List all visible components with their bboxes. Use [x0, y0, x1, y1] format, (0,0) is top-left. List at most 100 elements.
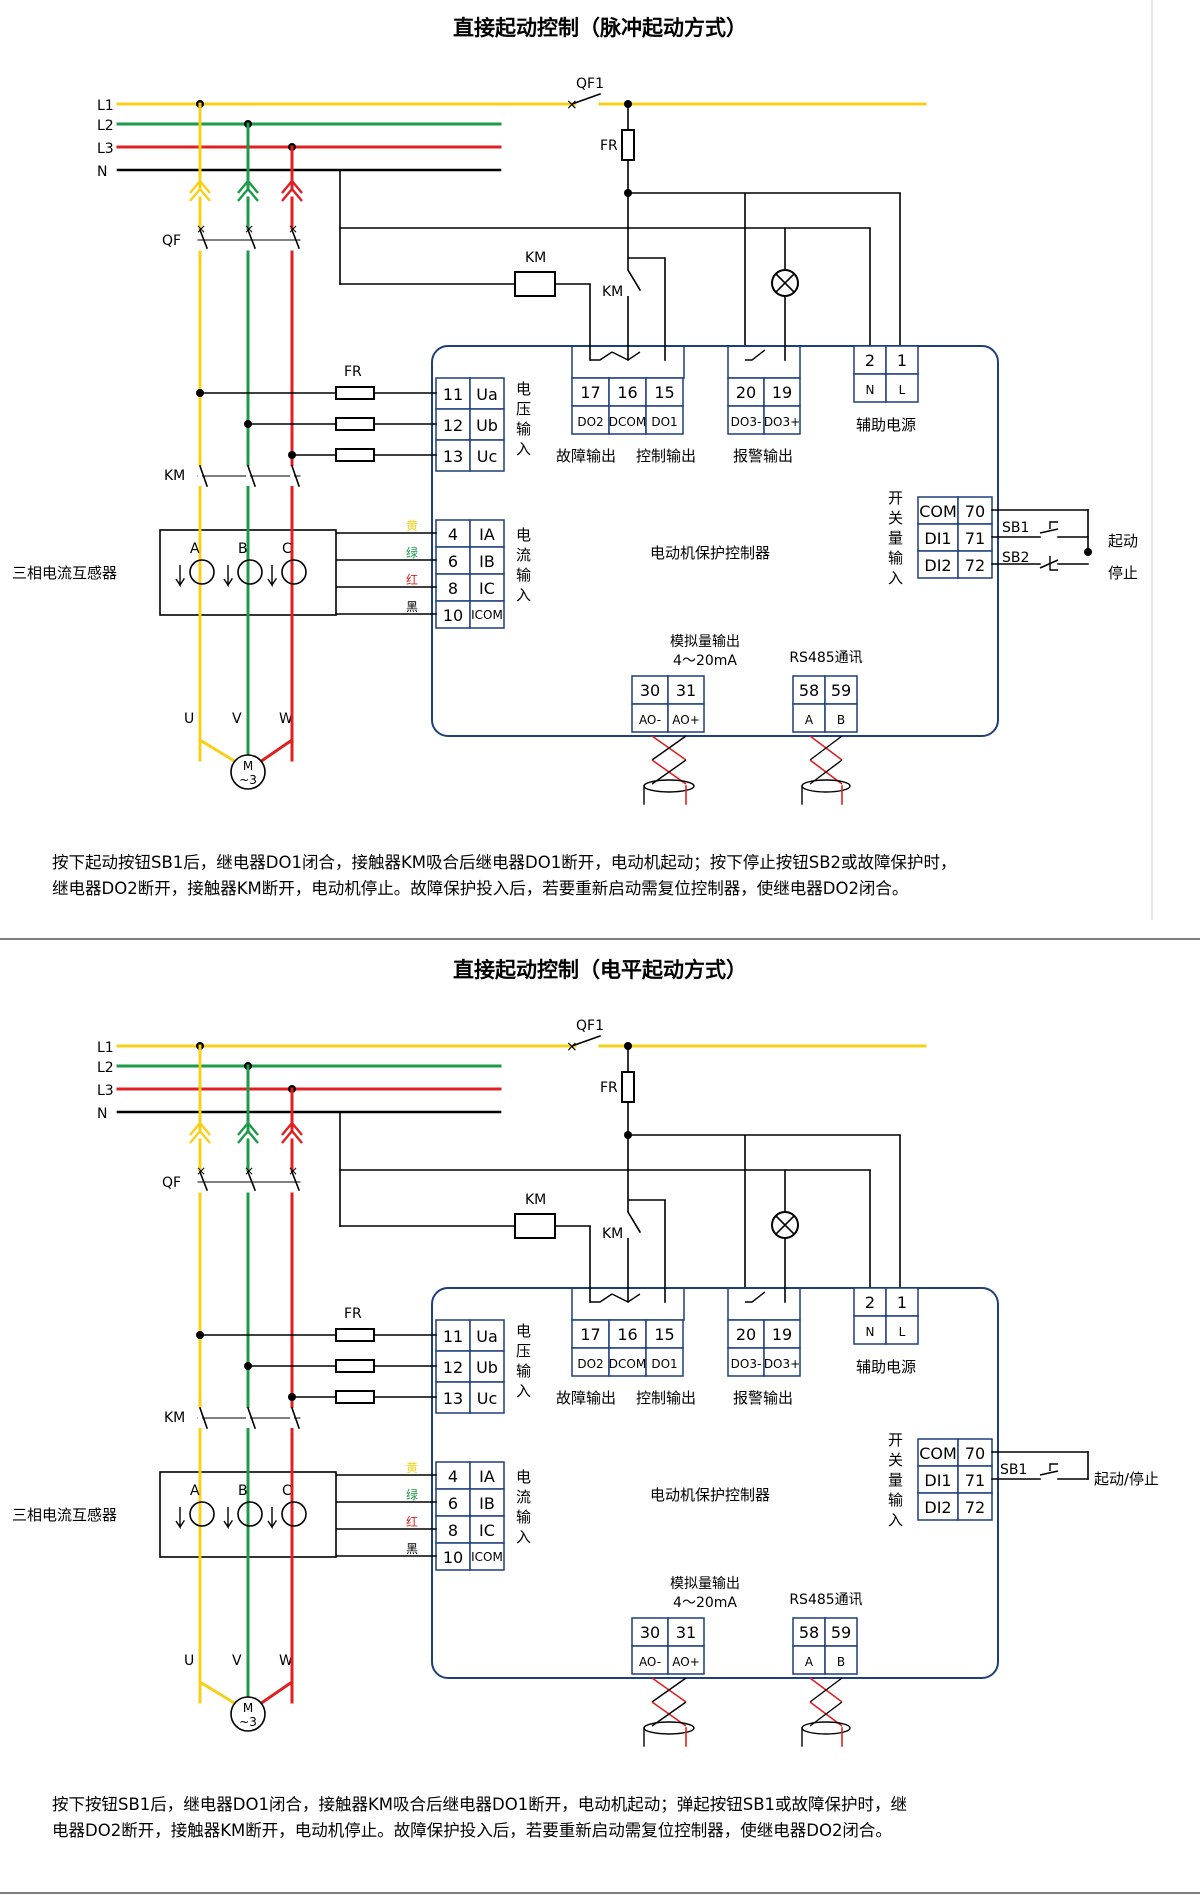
- rs485-twisted-pair: [809, 735, 843, 761]
- do-terminal-num: 17: [580, 383, 600, 402]
- do-label-control: 控制输出: [636, 447, 696, 465]
- power-terminal-num-cell: [885, 345, 919, 375]
- sb2-button-icon: [1039, 559, 1059, 569]
- sb1-label: SB1: [1002, 520, 1029, 536]
- ct-arrow-icon: [179, 1520, 185, 1528]
- motor-w: W: [279, 1653, 293, 1669]
- device-box: [431, 1287, 999, 1679]
- do-terminal-num: 15: [654, 1325, 674, 1344]
- sw-label-char: 入: [888, 569, 903, 587]
- do1-contact: [627, 1293, 641, 1303]
- km-blade: [198, 1406, 209, 1430]
- description-line-1: 按下按钮SB1后，继电器DO1闭合，接触器KM吸合后继电器DO1断开，电动机起动…: [52, 1795, 907, 1814]
- sb2-button-icon: [1049, 556, 1058, 571]
- ct-coil-icon: [189, 1501, 215, 1527]
- i-num: 4: [448, 1467, 458, 1486]
- do-terminal-num: 16: [617, 1325, 637, 1344]
- di-sub-cell: [917, 1465, 959, 1494]
- i-num: 6: [448, 552, 458, 571]
- do-terminal-sub: DO1: [651, 415, 677, 429]
- i-label-char: 入: [516, 586, 531, 604]
- do-terminal-num: 16: [617, 383, 637, 402]
- connector-chevron: [189, 179, 211, 194]
- qf1-label: QF1: [576, 1018, 604, 1034]
- i-label-char: 输: [516, 1508, 531, 1526]
- do1-contact: [627, 351, 641, 361]
- sw-label-char: 输: [888, 1491, 903, 1509]
- ct-arrow-icon: [179, 578, 185, 586]
- ao-terminal-num-cell: [631, 1617, 669, 1647]
- i-sub-cell: [469, 1542, 505, 1571]
- rs485-terminal-num: 59: [831, 1623, 851, 1642]
- connector-chevron: [189, 1121, 211, 1136]
- rs485-terminal-sub-cell: [824, 703, 858, 733]
- alarm-terminal-num: 20: [736, 383, 756, 402]
- ao-terminal-num: 30: [640, 1623, 660, 1642]
- di-num: 70: [965, 1444, 985, 1463]
- km-aux-contact: [626, 1210, 642, 1234]
- ct-phase-label: B: [238, 541, 248, 557]
- alarm-terminal-num: 19: [772, 383, 792, 402]
- ao-terminal-sub: AO-: [639, 1655, 661, 1669]
- sw-label-char: 关: [888, 509, 903, 527]
- do-terminal-sub: DO2: [577, 1357, 603, 1371]
- qf1-label: QF1: [576, 76, 604, 92]
- i-label-char: 输: [516, 566, 531, 584]
- connector-chevron: [281, 1129, 303, 1144]
- rs485-terminal-num: 58: [799, 1623, 819, 1642]
- v-label-char: 输: [516, 1362, 531, 1380]
- bus-label-n: N: [97, 164, 107, 180]
- v-label-char: 压: [516, 400, 531, 418]
- v-sub: Ub: [476, 416, 498, 435]
- ao-terminal-num: 30: [640, 681, 660, 700]
- sb1-button-icon: [1039, 528, 1059, 534]
- v-sub: Ua: [476, 1327, 498, 1346]
- sw-label-char: 开: [888, 489, 903, 507]
- connector-chevron: [281, 179, 303, 194]
- i-num: 10: [443, 606, 463, 625]
- v-num-cell: [435, 1381, 471, 1414]
- motor-sub: ~3: [239, 773, 257, 787]
- ao-terminal-sub: AO+: [672, 1655, 700, 1669]
- di-num-cell: [957, 1492, 993, 1521]
- ao-label: 模拟量输出: [670, 1576, 740, 1592]
- motor-v: V: [232, 711, 242, 727]
- do-terminal-sub-cell: [645, 405, 684, 435]
- i-sub: IC: [479, 1521, 495, 1540]
- ct-coil-icon: [281, 559, 307, 585]
- km-coil: [514, 271, 556, 297]
- bus-label-n: N: [97, 1106, 107, 1122]
- km-gap: [246, 466, 250, 486]
- sb2-label: SB2: [1002, 550, 1029, 566]
- do-terminal-sub: DCOM: [609, 415, 646, 429]
- ct-phase-label: A: [190, 541, 200, 557]
- v-fuse: [335, 1328, 375, 1342]
- v-num: 13: [443, 1389, 463, 1408]
- motor-icon: [230, 1696, 266, 1732]
- i-num: 4: [448, 525, 458, 544]
- v-sub: Uc: [477, 1389, 498, 1408]
- di-num-cell: [957, 550, 993, 579]
- v-num: 11: [443, 385, 463, 404]
- ct-arrow-icon: [271, 1520, 277, 1528]
- power-terminal-sub: L: [899, 1325, 906, 1339]
- diagram-title: 直接起动控制（电平起动方式）: [453, 958, 747, 982]
- motor-wire-u: [198, 712, 237, 764]
- motor-sub: ~3: [239, 1715, 257, 1729]
- motor-wire-w: [259, 1654, 294, 1706]
- km-gap: [246, 1408, 250, 1428]
- connector-chevron: [237, 179, 259, 194]
- ct-wire-color: 绿: [406, 545, 418, 560]
- qf-x-mark: ×: [288, 222, 298, 236]
- km-main-label: KM: [164, 1410, 185, 1426]
- rs485-terminal-num-cell: [824, 675, 858, 705]
- do3-contact: [745, 349, 766, 361]
- ct-phase-label: A: [190, 1483, 200, 1499]
- km-blade: [290, 1406, 301, 1430]
- diagram-title: 直接起动控制（脉冲起动方式）: [453, 16, 747, 40]
- connector-chevron: [237, 187, 259, 202]
- do3-contact: [745, 1291, 766, 1303]
- i-sub: IB: [479, 1494, 495, 1513]
- di-sub: COM: [919, 1444, 957, 1463]
- do-terminal-num: 17: [580, 1325, 600, 1344]
